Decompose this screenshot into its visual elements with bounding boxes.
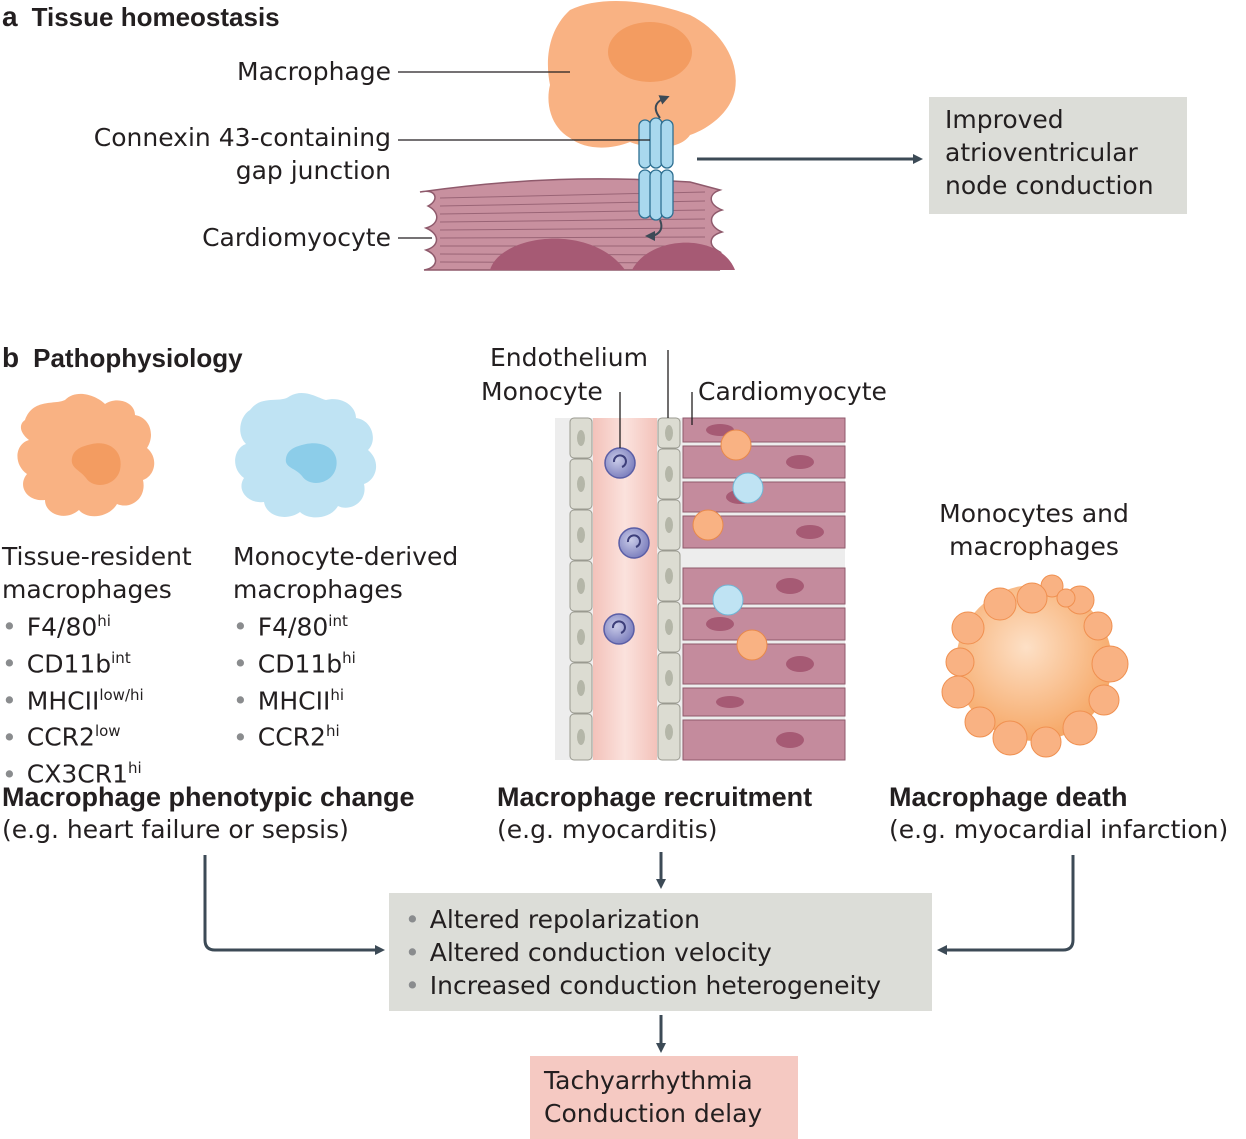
effect-item: Altered repolarization xyxy=(405,903,932,936)
marker-name: CCR2 xyxy=(257,722,326,752)
tissue-resident-marker-ccr2: CCR2low xyxy=(2,716,144,753)
electrophysiological-effects-box: Altered repolarization Altered conductio… xyxy=(389,893,932,1011)
vessel-tissue-section xyxy=(555,417,846,761)
tissue-resident-title-line1: Tissue-resident xyxy=(2,542,192,571)
tissue-resident-marker-list: F4/80hiCD11bintMHCIIlow/hiCCR2lowCX3CR1h… xyxy=(2,606,144,790)
marker-name: F4/80 xyxy=(26,612,98,642)
cardiomyocyte-cell-a xyxy=(419,178,735,271)
monocyte-derived-title: Monocyte-derived macrophages xyxy=(233,540,458,606)
gap-junction-arrow-down xyxy=(645,219,663,241)
arrhythmia-outcome-box: Tachyarrhythmia Conduction delay xyxy=(530,1056,798,1139)
monocyte-derived-marker-f4-80: F4/80int xyxy=(233,606,356,643)
mechanism-recruitment: Macrophage recruitment (e.g. myocarditis… xyxy=(497,782,812,846)
cardiomyocyte-label-b: Cardiomyocyte xyxy=(698,377,887,406)
monocyte-label: Monocyte xyxy=(481,377,603,406)
marker-name: F4/80 xyxy=(257,612,329,642)
marker-level: hi xyxy=(330,685,345,704)
panel-a-title: a Tissue homeostasis xyxy=(2,1,280,33)
arrhythmia-line2: Conduction delay xyxy=(544,1099,763,1128)
effect-item: Increased conduction heterogeneity xyxy=(405,969,932,1002)
mechanism-death: Macrophage death (e.g. myocardial infarc… xyxy=(889,782,1228,846)
mechanism-example: (e.g. heart failure or sepsis) xyxy=(2,815,349,844)
recruitment-leader-lines xyxy=(619,350,693,448)
marker-level: int xyxy=(328,612,348,630)
tissue-resident-macrophage-cell xyxy=(17,393,155,517)
monocyte-derived-marker-cd11b: CD11bhi xyxy=(233,643,356,680)
monocyte-derived-marker-list: F4/80intCD11bhiMHCIIhiCCR2hi xyxy=(233,606,356,753)
effect-item: Altered conduction velocity xyxy=(405,936,932,969)
mechanism-example: (e.g. myocarditis) xyxy=(497,815,718,844)
arrhythmia-line1: Tachyarrhythmia xyxy=(544,1066,753,1095)
mechanism-example: (e.g. myocardial infarction) xyxy=(889,815,1229,844)
monocyte-derived-marker-mhcii: MHCIIhi xyxy=(233,680,356,717)
macrophage-cell-a xyxy=(547,0,736,148)
endothelium-label: Endothelium xyxy=(490,343,648,372)
flow-arrows xyxy=(203,852,1075,1053)
monocytes-macrophages-line1: Monocytes and xyxy=(939,499,1129,528)
panel-b-letter: b xyxy=(2,342,20,373)
panel-a-letter: a xyxy=(2,1,18,32)
marker-level: low/hi xyxy=(99,685,144,704)
monocytes-macrophages-label: Monocytes and macrophages xyxy=(930,497,1138,563)
mechanism-title: Macrophage recruitment xyxy=(497,782,813,812)
panel-b-title: b Pathophysiology xyxy=(2,342,243,374)
tissue-resident-marker-cd11b: CD11bint xyxy=(2,643,144,680)
tissue-resident-marker-mhcii: MHCIIlow/hi xyxy=(2,680,144,717)
monocyte-derived-title-line2: macrophages xyxy=(233,575,403,604)
marker-level: hi xyxy=(97,612,111,630)
panel-a-leader-lines xyxy=(398,71,650,239)
mechanism-title: Macrophage death xyxy=(889,782,1128,812)
tissue-resident-marker-f4-80: F4/80hi xyxy=(2,606,144,643)
improved-conduction-line1: Improved xyxy=(945,105,1064,134)
dying-macrophage-cell xyxy=(941,574,1129,758)
mechanism-title: Macrophage phenotypic change xyxy=(2,782,415,812)
monocytes-macrophages-line2: macrophages xyxy=(949,532,1119,561)
monocyte-derived-macrophage-cell xyxy=(235,392,377,518)
tissue-resident-marker-cx3cr1: CX3CR1hi xyxy=(2,753,144,790)
panel-b-heading: Pathophysiology xyxy=(33,343,243,373)
marker-level: hi xyxy=(127,759,142,778)
gap-junction-label-line1: Connexin 43-containing xyxy=(93,123,391,152)
marker-name: MHCII xyxy=(26,685,100,715)
improved-conduction-box: Improved atrioventricular node conductio… xyxy=(929,97,1187,214)
marker-name: MHCII xyxy=(257,685,331,715)
improved-conduction-line3: node conduction xyxy=(945,171,1154,200)
marker-level: int xyxy=(111,648,131,667)
marker-level: hi xyxy=(342,648,356,667)
marker-name: CX3CR1 xyxy=(26,759,128,789)
cardiomyocyte-label-a: Cardiomyocyte xyxy=(202,223,391,252)
marker-level: hi xyxy=(325,722,340,741)
mechanism-phenotypic-change: Macrophage phenotypic change (e.g. heart… xyxy=(2,782,415,846)
monocyte-derived-title-line1: Monocyte-derived xyxy=(233,542,459,571)
gap-junction-label-line2: gap junction xyxy=(235,156,391,185)
monocyte-derived-marker-ccr2: CCR2hi xyxy=(233,716,356,753)
effects-list: Altered repolarization Altered conductio… xyxy=(389,893,932,1002)
marker-name: CD11b xyxy=(257,649,343,679)
marker-level: low xyxy=(94,722,121,741)
tissue-resident-title: Tissue-resident macrophages xyxy=(2,540,192,606)
marker-name: CD11b xyxy=(26,649,112,679)
panel-a-heading: Tissue homeostasis xyxy=(31,2,280,32)
macrophage-label: Macrophage xyxy=(237,57,391,86)
gap-junction-channels xyxy=(638,117,674,221)
improved-conduction-line2: atrioventricular xyxy=(945,138,1138,167)
tissue-resident-title-line2: macrophages xyxy=(2,575,172,604)
marker-name: CCR2 xyxy=(26,722,95,752)
gap-junction-arrow-up xyxy=(654,95,670,119)
